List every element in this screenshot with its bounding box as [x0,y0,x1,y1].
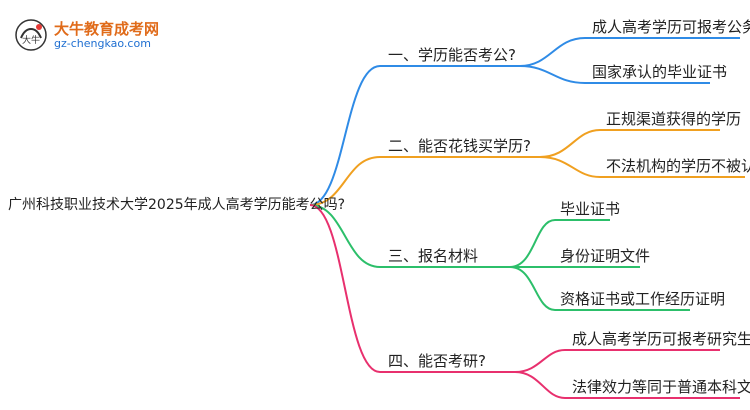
connector-root-branch-4 [309,204,515,373]
branch-3-leaf-2: 身份证明文件 [560,247,651,265]
connector-root-branch-3 [309,204,510,268]
connector-branch-1-leaf-1 [519,37,740,67]
branch-2-leaf-1: 正规渠道获得的学历 [606,110,742,128]
logo-title: 大牛教育成考网 [54,20,160,38]
site-logo: 大牛 大牛教育成考网 gz-chengkao.com [14,18,164,54]
branch-4-label: 四、能否考研? [388,352,486,370]
connector-branch-3-leaf-3 [509,266,690,311]
connector-root-branch-2 [309,156,540,206]
branch-2-label: 二、能否花钱买学历? [388,137,531,155]
branch-1-leaf-2: 国家承认的毕业证书 [592,63,728,81]
connector-branch-4-leaf-2 [514,371,740,399]
branch-4-leaf-1: 成人高考学历可报考研究生 [572,330,750,348]
root-topic: 广州科技职业技术大学2025年成人高考学历能考公吗? [8,197,346,213]
branch-3-label: 三、报名材料 [388,247,479,265]
logo-url: gz-chengkao.com [54,37,151,50]
connector-branch-3-leaf-1 [509,219,610,268]
branch-1-label: 一、学历能否考公? [388,46,516,64]
connector-branch-1-leaf-2 [519,65,710,84]
connector-branch-2-leaf-1 [539,129,720,158]
branch-3-leaf-1: 毕业证书 [560,200,621,218]
connector-branch-4-leaf-1 [514,349,720,373]
connector-root-branch-1 [309,65,520,206]
logo-badge-icon: 大牛 [15,19,47,51]
branch-1-leaf-1: 成人高考学历可报考公务员 [592,18,750,36]
branch-3-leaf-3: 资格证书或工作经历证明 [560,290,726,308]
svg-text:大牛: 大牛 [22,34,40,46]
branch-4-leaf-2: 法律效力等同于普通本科文凭 [572,378,750,396]
branch-2-leaf-2: 不法机构的学历不被认可 [606,157,750,175]
connector-branch-2-leaf-2 [539,156,745,178]
